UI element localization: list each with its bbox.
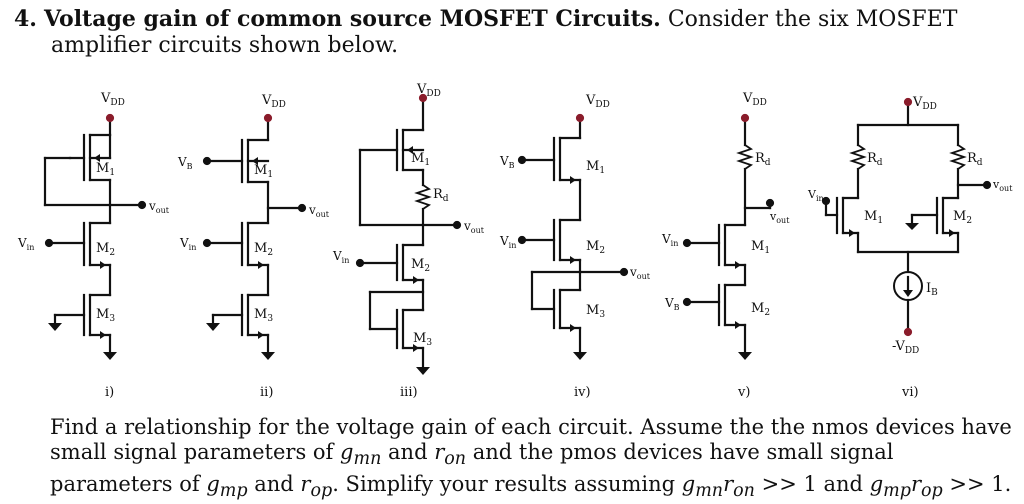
neg-vdd-label: -VDD [892,339,919,356]
problem-number: 4. [14,6,37,32]
vin-label: Vin [807,188,824,203]
rd-label: Rd [433,187,449,204]
caption-iv: iv) [574,385,591,400]
sym-ron: ron [434,440,467,470]
rd-right-label: Rd [967,151,983,168]
circuit-ii: VDD VB M1 vout Vin M2 M3 ii) [177,93,330,400]
caption-ii: ii) [260,385,273,400]
caption-v: v) [737,385,750,400]
m1-label: M1 [751,239,770,256]
vin-label: Vin [661,232,678,248]
vin-label: Vin [179,236,196,252]
sym-gmp: gmp [206,472,248,502]
problem-paragraph: Find a relationship for the voltage gain… [50,415,1015,504]
problem-heading: 4. Voltage gain of common source MOSFET … [14,6,1014,59]
vdd-label: VDD [416,82,441,99]
vdd-label: VDD [742,91,767,108]
circuit-iii: VDD M1 Rd vout Vin M2 M3 iii) [332,82,485,400]
caption-vi: vi) [901,385,919,400]
vin-label: Vin [17,236,34,252]
circuit-v: VDD Rd vout Vin M1 VB M2 v) [661,91,790,400]
sym-cond1: gmnron [681,472,755,502]
m2-label: M2 [254,241,273,258]
vdd-label: VDD [912,95,937,112]
vb-label: VB [177,155,193,171]
vout-label: vout [629,265,651,281]
m2-label: M2 [586,239,605,256]
para-text-c: . Simplify your results assuming [332,472,682,497]
m1-label: M1 [864,209,883,226]
caption-i: i) [105,385,114,400]
para-and-1: and [381,440,435,464]
m1-label: M1 [254,163,273,180]
m3-label: M3 [586,303,605,320]
m3-label: M3 [413,331,432,348]
problem-intro-2: amplifier circuits shown below. [51,33,399,58]
para-and-2: and [247,472,301,497]
problem-intro-1: Consider the six MOSFET [667,7,958,32]
vout-label: vout [308,203,330,219]
rd-label: Rd [755,151,771,168]
m2-label: M2 [96,241,115,258]
vb-label: VB [499,154,515,170]
circuit-i: VDD M1 vout Vin M2 M3 i) [17,91,170,400]
vdd-label: VDD [100,91,125,108]
vdd-label: VDD [261,93,286,110]
vin-label: Vin [499,234,516,250]
vout-label: vout [148,199,170,215]
vout-label: vout [463,219,485,235]
vdd-label: VDD [585,93,610,110]
circuit-iv: VDD VB M1 Vin M2 vout M3 iv) [499,93,651,400]
sym-gmn: gmn [340,440,382,470]
problem-title: Voltage gain of common source MOSFET Cir… [43,6,661,32]
vout-label: vout [769,210,790,225]
para-cond2-tail: >> 1. [942,472,1012,497]
sym-cond2: gmprop [869,472,943,502]
m3-label: M3 [254,307,273,324]
m2-label: M2 [953,209,972,226]
caption-iii: iii) [400,385,418,400]
m1-label: M1 [96,161,115,178]
ib-label: IB [926,281,938,298]
vout-label: vout [992,178,1013,193]
vin-label: Vin [332,249,349,265]
m2-label: M2 [751,301,770,318]
para-text-a: Find a relationship for the voltage gain… [50,415,1012,464]
m3-label: M3 [96,307,115,324]
mosfet-circuits-figure: VDD M1 vout Vin M2 M3 i) VDD VB M1 [17,82,1013,400]
para-text-b: and the pmos devices have small signal p… [50,440,894,497]
m2-label: M2 [411,257,430,274]
rd-left-label: Rd [867,151,883,168]
circuit-vi: VDD Rd Rd vout Vin M1 M2 IB -VDD vi) [807,95,1013,400]
m1-label: M1 [586,159,605,176]
m1-label: M1 [411,151,430,168]
para-cond1-tail: >> 1 and [754,472,870,497]
sym-rop: rop [300,472,333,502]
vb-label: VB [664,296,680,312]
